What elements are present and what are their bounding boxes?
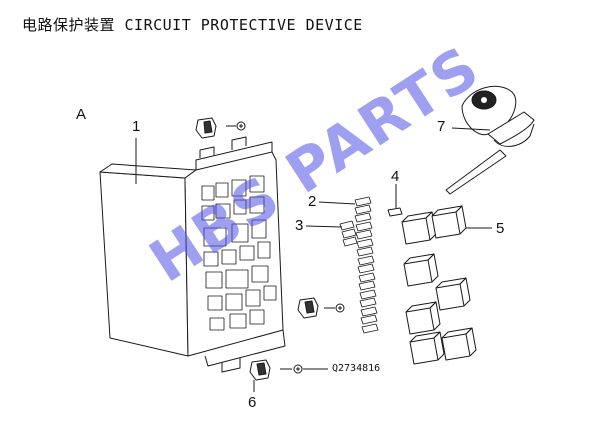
- mounting-bracket-icon: [249, 359, 271, 392]
- part-number: Q2734816: [332, 363, 381, 374]
- view-label: A: [76, 106, 87, 123]
- screw-icon: [280, 364, 328, 374]
- callout-3: 3: [295, 217, 304, 234]
- callout-7: 7: [437, 118, 446, 135]
- callout-6: 6: [248, 394, 257, 411]
- page-title: 电路保护装置 CIRCUIT PROTECTIVE DEVICE: [22, 16, 363, 34]
- fuse-box-icon: [99, 136, 286, 373]
- blade-fuse-icon: [339, 196, 379, 334]
- remote-key-icon: [445, 85, 535, 195]
- blade-fuse-icon: [387, 184, 403, 217]
- callout-2: 2: [308, 193, 317, 210]
- mounting-bracket-icon: [195, 117, 217, 139]
- callout-1: 1: [132, 118, 141, 135]
- callout-4: 4: [391, 168, 400, 185]
- screw-icon: [324, 303, 345, 313]
- callout-5: 5: [496, 220, 505, 237]
- mounting-bracket-icon: [297, 297, 319, 319]
- relay-icon: [401, 205, 477, 365]
- screw-icon: [226, 121, 246, 131]
